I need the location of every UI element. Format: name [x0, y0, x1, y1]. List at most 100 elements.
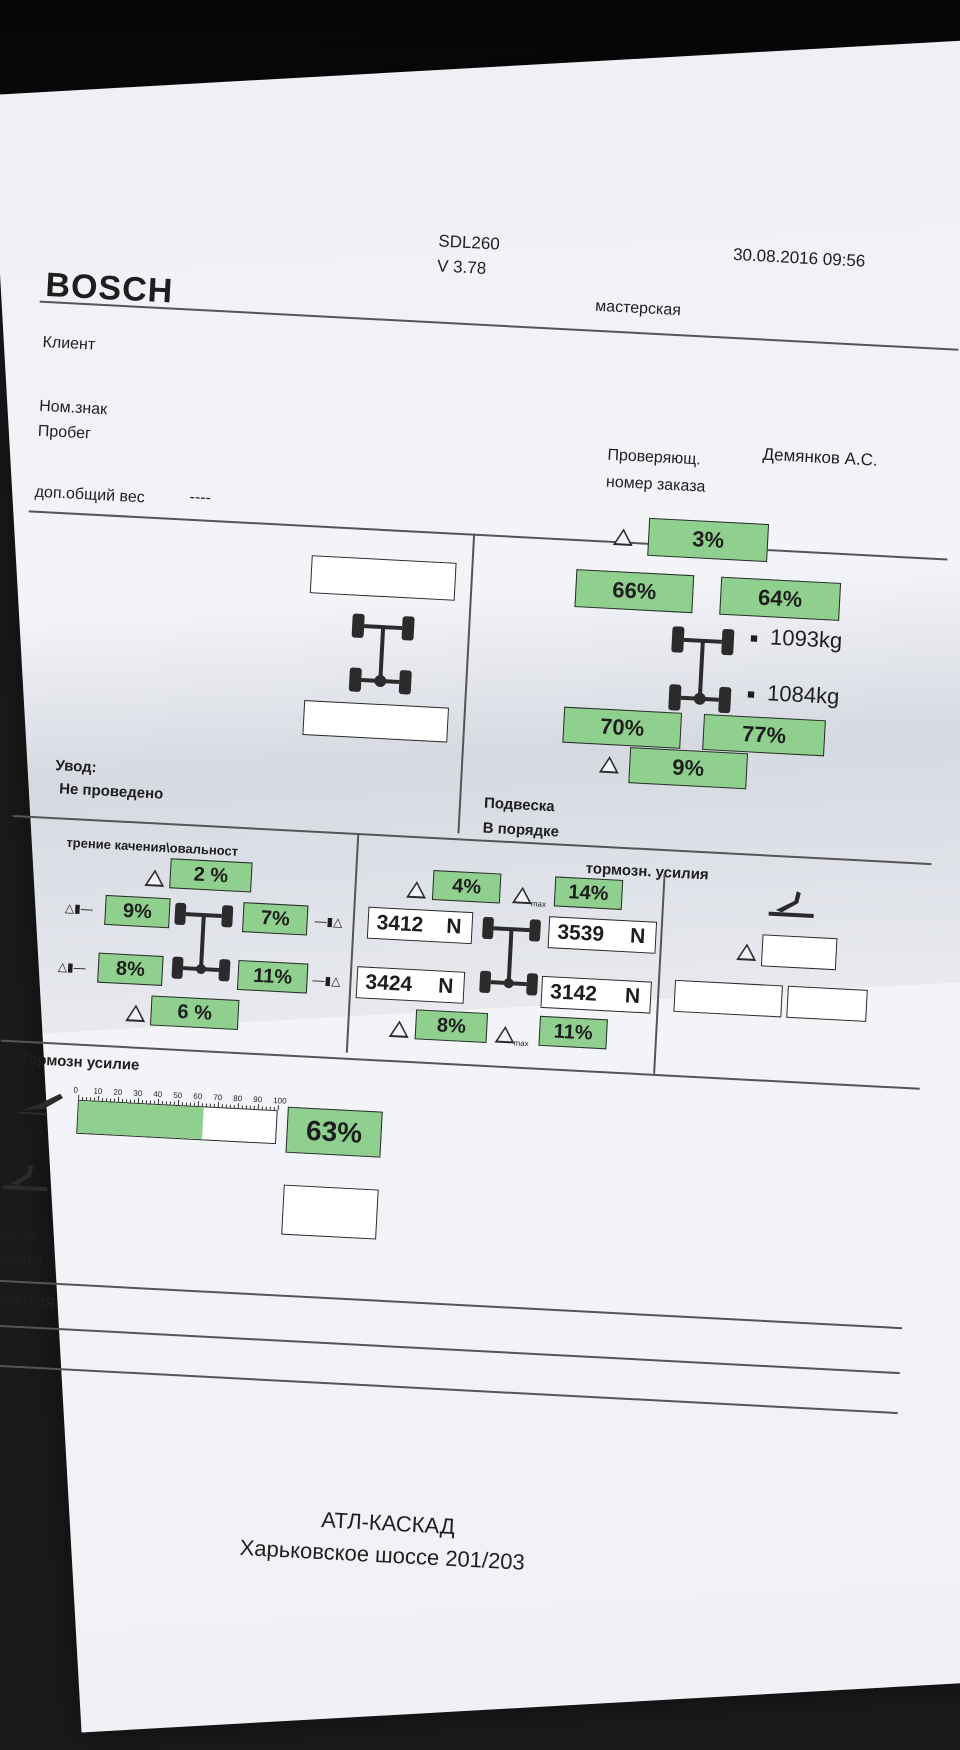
delta-icon [598, 755, 620, 774]
handbrake-delta-box [760, 934, 838, 971]
brake-force-front-right: 3539 N [547, 916, 658, 954]
suspension-title: Подвеска [483, 794, 556, 816]
alignment-title: Увод: [54, 757, 98, 777]
brakes-title: тормоза [0, 1223, 38, 1244]
service-brake-title: Тормозн усилие [19, 1050, 140, 1074]
scale-tick-label: 40 [153, 1089, 163, 1100]
brake-handbrake-divider [653, 874, 666, 1074]
company-name: АТЛ-КАСКАД [320, 1507, 456, 1540]
handbrake-left-box [673, 979, 783, 1018]
extra-weight-value: ---- [189, 488, 212, 507]
notes-line [0, 1321, 900, 1374]
mileage-label: Пробег [37, 422, 92, 443]
workshop-label: мастерская [594, 297, 682, 320]
suspension-front-delta: 3% [647, 517, 770, 563]
brake-front-max: 14% [553, 876, 624, 910]
brake-disc-icon: △▮— [57, 959, 87, 975]
suspension-front-right: 64% [719, 576, 842, 621]
brake-disc-icon: —▮△ [314, 913, 343, 930]
delta-icon [125, 1004, 147, 1023]
handbrake-icon [3, 1164, 48, 1192]
brakes-status: В порядке [0, 1248, 44, 1270]
scale-tick-label: 0 [73, 1085, 79, 1095]
middle-divider [457, 533, 475, 834]
notes-title: ПРИМЕЧАНИЯ [0, 1289, 56, 1312]
order-label: номер заказа [605, 473, 706, 496]
axle-icon-brakes [479, 916, 541, 996]
brake-force-value: 3539 [556, 920, 605, 947]
company-address: Харьковское шоссе 201/203 [239, 1534, 526, 1575]
rear-axle-weight: 1084kg [766, 680, 840, 710]
scale-tick-label: 50 [173, 1090, 183, 1101]
brake-force-value: 3424 [364, 970, 413, 997]
max-subscript: max [530, 899, 547, 909]
scale-tick-label: 10 [93, 1086, 103, 1097]
extra-weight-label: доп.общий вес [34, 483, 146, 507]
brake-efficiency-fill [77, 1100, 204, 1140]
scale-tick [277, 1105, 279, 1111]
brake-force-rear-right: 3142 N [540, 975, 652, 1014]
brake-force-value: 3412 [376, 911, 424, 937]
header-divider [39, 300, 959, 351]
unit-label: N [437, 974, 455, 999]
brake-pedal-icon [19, 1093, 64, 1116]
handbrake-icon [768, 891, 814, 918]
delta-icon [612, 527, 634, 547]
suspension-rear-delta: 9% [628, 747, 749, 790]
brake-disc-icon: —▮△ [312, 972, 341, 989]
scale-tick-label: 70 [213, 1092, 223, 1103]
scale-tick-label: 100 [272, 1095, 287, 1106]
brake-force-front-left: 3412 N [366, 906, 474, 945]
unit-label: N [629, 924, 646, 949]
rolling-rear-right: 11% [236, 959, 309, 994]
rolling-front-delta: 2 % [169, 858, 253, 893]
alignment-front-box [309, 555, 457, 601]
brake-force-value: 3142 [549, 980, 598, 1006]
scale-tick-label: 80 [233, 1093, 243, 1104]
alignment-status: Не проведено [58, 780, 164, 803]
section-divider [0, 1276, 903, 1329]
scale-tick-label: 90 [252, 1094, 263, 1105]
brake-efficiency-value: 63% [285, 1106, 383, 1158]
front-axle-weight: 1093kg [769, 624, 843, 654]
scale-tick-label: 60 [193, 1091, 203, 1102]
suspension-rear-right: 77% [702, 713, 826, 757]
brake-front-delta: 4% [431, 870, 502, 904]
suspension-rear-left: 70% [562, 706, 683, 749]
scale-tick-label: 30 [133, 1088, 143, 1099]
delta-icon [406, 880, 427, 899]
rolling-front-left: 9% [104, 894, 171, 929]
rolling-front-right: 7% [241, 902, 309, 936]
inspector-label: Проверяющ. [606, 446, 702, 469]
suspension-front-left: 66% [574, 569, 695, 614]
device-model: SDL260 [437, 231, 501, 254]
brake-disc-icon: △▮— [64, 900, 94, 917]
report-datetime: 30.08.2016 09:56 [732, 244, 866, 271]
weight-icon: ■ [746, 686, 756, 702]
rolling-title: трение качения\овальност [66, 834, 239, 859]
unit-label: N [445, 914, 463, 939]
weight-icon: ■ [749, 630, 759, 646]
axle-icon-suspension [668, 626, 735, 714]
inspector-value: Демянков А.С. [762, 444, 879, 470]
brake-force-rear-left: 3424 N [355, 966, 466, 1004]
scale-tick-label: 20 [113, 1087, 123, 1098]
alignment-rear-box [302, 700, 450, 743]
delta-max-icon [511, 886, 533, 905]
delta-icon [388, 1019, 410, 1038]
handbrake-value-box [281, 1184, 379, 1240]
brake-rear-delta: 8% [414, 1009, 489, 1044]
rolling-brake-divider [345, 832, 359, 1053]
axle-icon-rolling [171, 902, 234, 982]
device-version: V 3.78 [436, 256, 487, 278]
max-subscript: max [513, 1038, 529, 1049]
notes-line [0, 1361, 898, 1414]
delta-icon [736, 943, 758, 962]
rolling-rear-delta: 6 % [149, 995, 240, 1031]
unit-label: N [624, 984, 641, 1009]
plate-label: Ном.знак [38, 397, 108, 419]
delta-max-icon [494, 1025, 516, 1044]
report-content: BOSCH SDL260 V 3.78 30.08.2016 09:56 мас… [0, 200, 960, 1750]
handbrake-right-box [786, 985, 868, 1022]
suspension-status: В порядке [482, 819, 560, 841]
